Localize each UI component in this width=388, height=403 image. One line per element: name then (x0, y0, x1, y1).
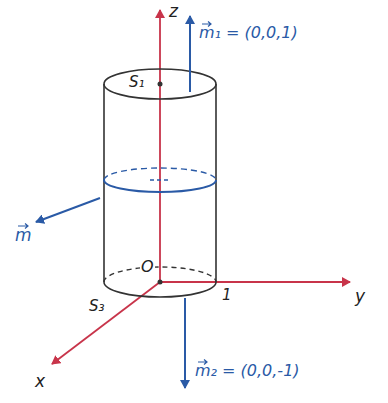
surface-label: S₃ (88, 298, 106, 315)
axis-label: z (168, 2, 179, 21)
z-axis (159, 10, 161, 282)
axis-label: x (34, 372, 46, 391)
vector-accent (197, 359, 209, 365)
y-axis (160, 281, 350, 283)
section-front-arc (104, 180, 216, 192)
vector-label: m₂ = (0,0,-1) (194, 362, 301, 380)
vector-accent (201, 21, 213, 27)
vector-accent (17, 223, 30, 229)
normal-vector (189, 16, 191, 92)
axis-label: y (354, 287, 366, 306)
normal-vector (184, 298, 186, 388)
origin-label: O (140, 258, 155, 276)
tick-label: 1 (221, 287, 233, 304)
top-face (104, 69, 216, 99)
section-mark (150, 179, 170, 180)
x-axis (52, 282, 160, 364)
origin-point (158, 280, 163, 285)
surface-label: S₁ (128, 75, 146, 90)
center-point (158, 82, 163, 87)
vector-label: m (14, 226, 33, 245)
section-back-arc (104, 168, 216, 180)
vector-label: m₁ = (0,0,1) (198, 24, 299, 42)
normal-vector (36, 198, 100, 222)
